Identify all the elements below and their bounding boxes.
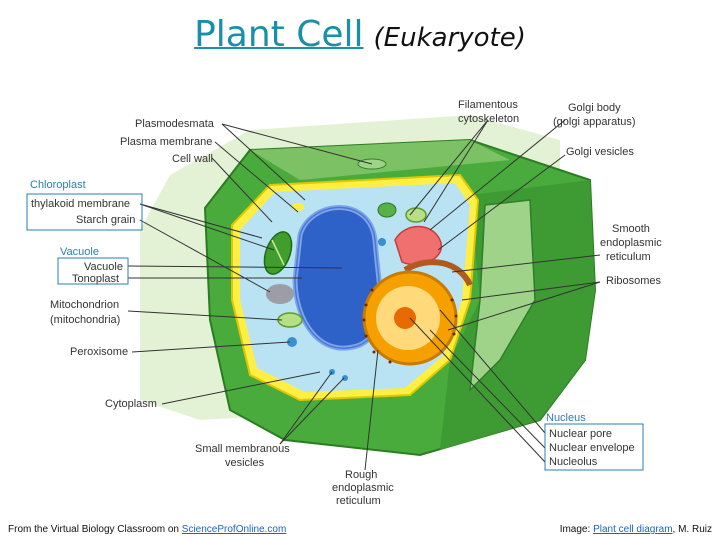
ribosomes [362, 288, 458, 364]
label-chloroplast: Chloroplast [30, 179, 86, 191]
smooth-er [403, 259, 473, 287]
title-subtitle: (Eukaryote) [373, 23, 526, 53]
label-golgi-body: Golgi body [568, 102, 621, 114]
label-mitochondria: (mitochondria) [50, 314, 120, 326]
label-cell-wall: Cell wall [172, 153, 213, 165]
nucleolus [394, 307, 416, 329]
label-small-vesicles-2: vesicles [225, 457, 265, 469]
label-plasmodesmata: Plasmodesmata [135, 118, 215, 130]
chloroplast-box [26, 193, 143, 231]
label-peroxisome: Peroxisome [70, 346, 128, 358]
footer-right-author: , M. Ruiz [672, 524, 712, 535]
mitochondrion-2 [405, 207, 427, 223]
golgi-body [394, 225, 443, 266]
label-tonoplast: Tonoplast [72, 273, 119, 285]
vacuole-box [57, 257, 129, 285]
thylakoid-line [271, 239, 285, 266]
label-mitochondrion: Mitochondrion [50, 299, 119, 311]
label-smooth-er-3: reticulum [606, 251, 651, 263]
label-smooth-er-2: endoplasmic [600, 237, 662, 249]
label-nuclear-pore: Nuclear pore [549, 428, 612, 440]
footer-left-text: From the Virtual Biology Classroom on [8, 524, 182, 535]
peroxisome [287, 337, 297, 347]
vesicle-1 [378, 238, 386, 246]
footer-right-link[interactable]: Plant cell diagram [593, 524, 673, 535]
footer-right: Image: Plant cell diagram, M. Ruiz [560, 524, 712, 535]
label-nucleus: Nucleus [546, 412, 586, 424]
label-starch: Starch grain [76, 214, 135, 226]
chloroplast-2 [377, 202, 397, 218]
label-vacuole: Vacuole [84, 261, 123, 273]
label-vacuole-heading: Vacuole [60, 246, 99, 258]
label-nucleolus: Nucleolus [549, 456, 598, 468]
label-rough-er: Rough [345, 469, 377, 481]
footer-left: From the Virtual Biology Classroom on Sc… [8, 524, 286, 535]
label-thylakoid: thylakoid membrane [31, 198, 130, 210]
label-plasma-membrane: Plasma membrane [120, 136, 212, 148]
plasmodesma-2 [292, 203, 304, 211]
label-rough-er-3: reticulum [336, 495, 381, 507]
footer-left-link[interactable]: ScienceProfOnline.com [181, 524, 287, 535]
label-filamentous: Filamentous [458, 99, 518, 111]
label-smooth-er: Smooth [612, 223, 650, 235]
leader-lines [127, 119, 601, 471]
label-small-vesicles: Small membranous [195, 443, 290, 455]
label-golgi-apparatus: (golgi apparatus) [553, 116, 636, 128]
title-main: Plant Cell [194, 14, 364, 55]
label-cytoplasm: Cytoplasm [105, 398, 157, 410]
label-golgi-vesicles: Golgi vesicles [566, 146, 634, 158]
starch-grain [266, 284, 294, 304]
label-cytoskeleton: cytoskeleton [458, 113, 519, 125]
label-ribosomes: Ribosomes [606, 275, 662, 287]
label-rough-er-2: endoplasmic [332, 482, 394, 494]
page-title: Plant Cell (Eukaryote) [0, 14, 720, 55]
label-nuclear-envelope: Nuclear envelope [549, 442, 635, 454]
nucleus-box [544, 423, 644, 471]
vesicle-3 [342, 375, 348, 381]
footer-right-text: Image: [559, 524, 594, 535]
